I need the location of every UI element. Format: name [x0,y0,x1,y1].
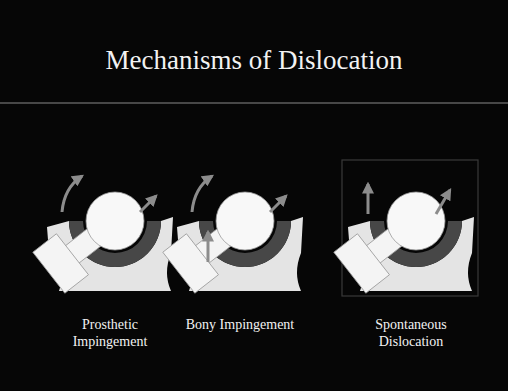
bony-impingement-figure [163,176,303,293]
prosthetic-impingement-figure [33,176,173,293]
figure-caption: Bony Impingement [170,316,310,333]
figure-caption: Prosthetic Impingement [62,316,158,350]
slide-title: Mechanisms of Dislocation [0,44,508,76]
figure-caption: Spontaneous Dislocation [359,316,463,350]
title-rule [0,102,508,104]
spontaneous-dislocation-figure [334,160,478,296]
